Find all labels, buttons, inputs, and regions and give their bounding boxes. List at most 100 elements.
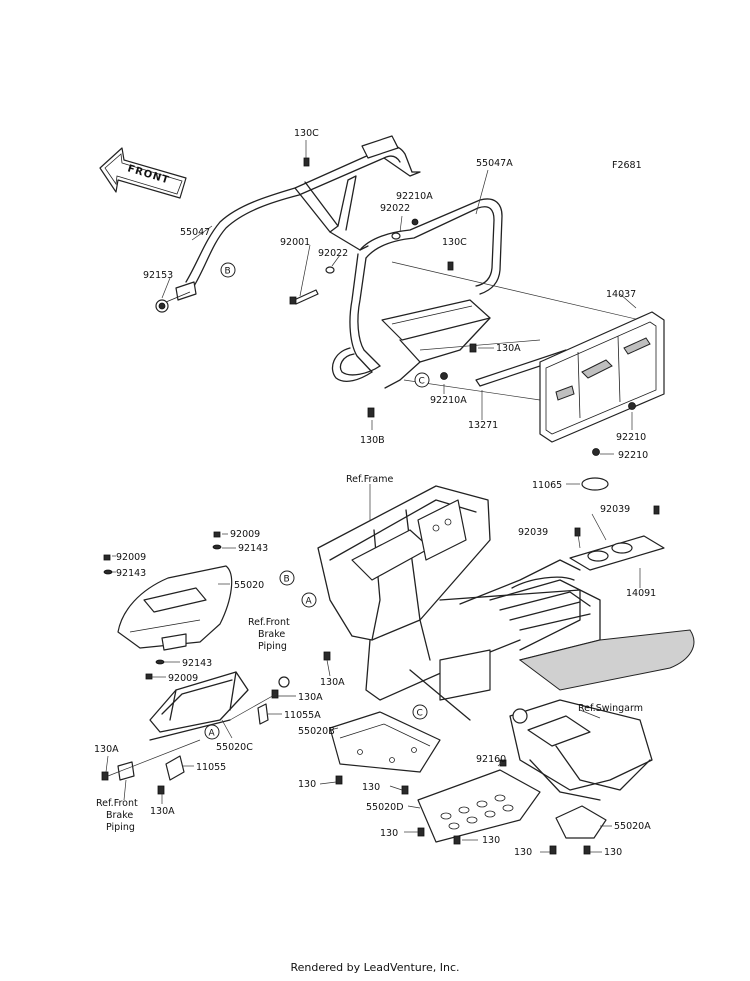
label-92210-a: 92210 bbox=[616, 432, 646, 443]
skid-plate-14091 bbox=[569, 477, 665, 571]
label-130c-top: 130C bbox=[294, 128, 319, 139]
label-ref-front-brake-b3: Piping bbox=[106, 822, 135, 833]
label-92210a-bot: 92210A bbox=[430, 395, 467, 406]
callout-c-frame: C bbox=[412, 704, 428, 720]
label-ref-front-brake-3: Piping bbox=[258, 641, 287, 652]
bolt-130b bbox=[367, 407, 375, 418]
clamp-left bbox=[117, 761, 135, 781]
label-55047: 55047 bbox=[180, 227, 210, 238]
label-92022-b: 92022 bbox=[318, 248, 348, 259]
label-92009-c: 92009 bbox=[168, 673, 198, 684]
cap-11065 bbox=[581, 477, 609, 491]
rear-guard-assembly bbox=[175, 135, 641, 401]
label-92153: 92153 bbox=[143, 270, 173, 281]
label-130a-top: 130A bbox=[496, 343, 521, 354]
bolt-130a-mid2 bbox=[271, 689, 279, 699]
bolt-92009-b bbox=[103, 554, 111, 561]
label-130b: 130B bbox=[360, 435, 385, 446]
label-55020: 55020 bbox=[234, 580, 264, 591]
callout-c-frame-letter: C bbox=[417, 709, 423, 719]
label-14091: 14091 bbox=[626, 588, 656, 599]
bolt-92001 bbox=[289, 289, 319, 305]
nut-92210-b bbox=[592, 448, 600, 456]
label-55047a: 55047A bbox=[476, 158, 513, 169]
upper-fasteners bbox=[155, 157, 636, 456]
washer-92143-b bbox=[103, 569, 113, 575]
label-130a-bot: 130A bbox=[150, 806, 175, 817]
label-130-a: 130 bbox=[298, 779, 316, 790]
callout-a-guard: A bbox=[204, 724, 220, 740]
washer-92143-c bbox=[155, 659, 165, 665]
bolt-92160 bbox=[499, 759, 507, 767]
bolt-130-c bbox=[417, 827, 425, 837]
callout-a-frame: A bbox=[301, 592, 317, 608]
label-ref-front-brake-1: Ref.Front bbox=[248, 617, 290, 628]
clamp-11055a bbox=[257, 703, 269, 725]
bolt-92009-c bbox=[145, 673, 153, 680]
clamp-11055 bbox=[165, 755, 185, 781]
label-ref-front-brake-b2: Brake bbox=[106, 810, 133, 821]
skid-plate-55020b bbox=[329, 711, 441, 795]
swingarm bbox=[509, 699, 653, 801]
callout-b-top-letter: B bbox=[225, 267, 231, 277]
label-130-f: 130 bbox=[604, 847, 622, 858]
nut-92210a-bot bbox=[440, 372, 448, 380]
label-ref-front-brake-b1: Ref.Front bbox=[96, 798, 138, 809]
figure-code: F2681 bbox=[612, 160, 642, 171]
footer-credit: Rendered by LeadVenture, Inc. bbox=[290, 961, 460, 974]
bolt-92153 bbox=[155, 291, 191, 313]
label-ref-swingarm: Ref.Swingarm bbox=[578, 703, 643, 714]
label-130c-mid: 130C bbox=[442, 237, 467, 248]
bolt-130-b bbox=[401, 785, 409, 795]
nut-92210a-top bbox=[411, 218, 419, 226]
label-92160: 92160 bbox=[476, 754, 506, 765]
label-92009-a: 92009 bbox=[230, 529, 260, 540]
label-130a-mid1: 130A bbox=[320, 677, 345, 688]
label-130-c: 130 bbox=[380, 828, 398, 839]
bolt-130-d bbox=[453, 835, 461, 845]
label-55020d: 55020D bbox=[366, 802, 404, 813]
label-13271: 13271 bbox=[468, 420, 498, 431]
label-130-e: 130 bbox=[514, 847, 532, 858]
label-14037: 14037 bbox=[606, 289, 636, 300]
label-92143-a: 92143 bbox=[238, 543, 268, 554]
label-92210-b: 92210 bbox=[618, 450, 648, 461]
main-frame bbox=[317, 485, 695, 721]
leader-lines bbox=[105, 140, 641, 853]
callout-a-frame-letter: A bbox=[306, 597, 313, 607]
washer-92022-a bbox=[391, 232, 401, 240]
bolt-130c-top bbox=[303, 157, 310, 167]
bolt-130-f bbox=[583, 845, 591, 855]
nut-92210-a bbox=[628, 402, 636, 410]
label-92009-b: 92009 bbox=[116, 552, 146, 563]
label-92143-c: 92143 bbox=[182, 658, 212, 669]
bolt-130-e bbox=[549, 845, 557, 855]
bolt-130a-mid1 bbox=[323, 651, 331, 661]
callout-c-top-letter: C bbox=[419, 377, 425, 387]
bolt-130c-mid bbox=[447, 261, 454, 271]
label-92039-b: 92039 bbox=[518, 527, 548, 538]
label-ref-frame: Ref.Frame bbox=[346, 474, 393, 485]
callout-b-frame: B bbox=[279, 570, 295, 586]
label-130-b: 130 bbox=[362, 782, 380, 793]
skid-plate-55020d bbox=[417, 759, 541, 845]
bolt-130a-left bbox=[101, 771, 109, 781]
label-11065: 11065 bbox=[532, 480, 562, 491]
label-55020c: 55020C bbox=[216, 742, 253, 753]
label-130a-left: 130A bbox=[94, 744, 119, 755]
washer-92022-b bbox=[325, 266, 335, 274]
label-92210a-top: 92210A bbox=[396, 191, 433, 202]
bolt-130-a bbox=[335, 775, 343, 785]
callout-b-top: B bbox=[220, 262, 236, 278]
front-guard-55020 bbox=[101, 531, 331, 795]
grille-panel-14037 bbox=[539, 311, 665, 443]
bolt-130a-top bbox=[469, 343, 477, 353]
bolt-92039-b bbox=[653, 505, 660, 515]
callout-c-top: C bbox=[414, 372, 430, 388]
part-labels: 130C 55047A 92210A 92022 55047 130C 9202… bbox=[94, 128, 656, 858]
callout-a-guard-letter: A bbox=[209, 729, 216, 739]
label-130-d: 130 bbox=[482, 835, 500, 846]
washer-92143-a bbox=[212, 544, 222, 550]
front-direction-arrow: FRONT bbox=[99, 147, 187, 199]
